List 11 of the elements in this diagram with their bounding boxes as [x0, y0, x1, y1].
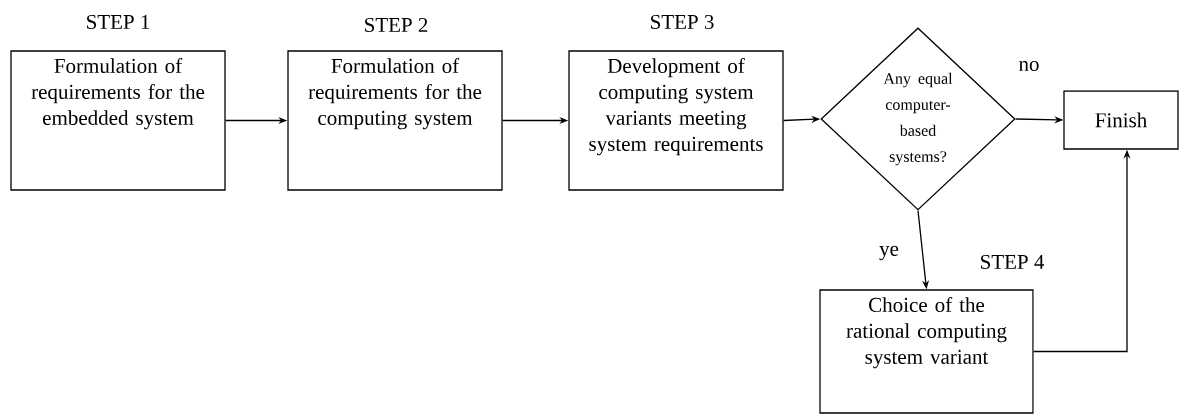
step-label: STEP 1	[87, 14, 150, 30]
step-label: STEP 3	[651, 14, 714, 30]
process-box: Formulation of requirements for the embedded system	[10, 50, 226, 191]
edge-label: ye	[878, 244, 900, 262]
process-box: Choice of the rational computing system variant	[819, 289, 1034, 414]
process-box: Formulation of requirements for the computing system	[287, 50, 503, 191]
edge-label: no	[1017, 59, 1041, 73]
terminal-box: Finish	[1063, 90, 1179, 150]
step-label: STEP 4	[981, 254, 1045, 270]
step-label: STEP 2	[365, 17, 428, 33]
process-box: Development of computing system variants meeting system requirements	[568, 50, 784, 191]
